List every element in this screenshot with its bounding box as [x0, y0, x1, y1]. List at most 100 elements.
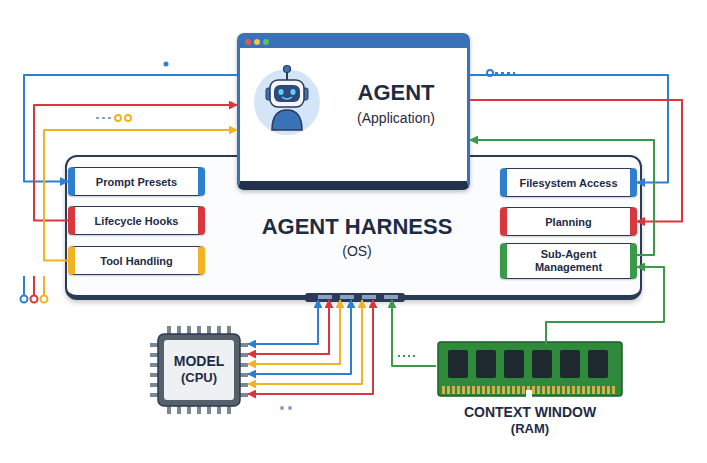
node-title: Tool Handling: [75, 254, 198, 267]
ram-contact: [572, 386, 575, 394]
plate-slot: [340, 295, 354, 299]
feature-box: Sub-Agent Management: [500, 243, 637, 279]
window-dot: [254, 39, 260, 45]
robot-eye: [290, 89, 295, 95]
connector: [546, 267, 664, 344]
ram-contact: [607, 386, 610, 394]
ram-contact: [567, 386, 570, 394]
ram-contact: [492, 386, 495, 394]
chip-outline: [150, 326, 248, 414]
plate-base: [305, 293, 405, 302]
robot-backdrop: [254, 69, 320, 135]
ram-contact: [602, 386, 605, 394]
node-title: Lifecycle Hooks: [75, 214, 198, 227]
ram-contact: [547, 386, 550, 394]
ram-notch: [526, 390, 532, 397]
robot-ear: [266, 88, 271, 100]
connector-line: [248, 300, 362, 384]
connector-plate: [305, 293, 405, 302]
chip-body: [158, 334, 240, 406]
ram-chip: [476, 350, 496, 378]
wire-stub: [43, 276, 45, 296]
ram-contact: [517, 386, 520, 394]
window-dot: [263, 39, 269, 45]
node-title: MODEL: [150, 353, 248, 369]
feature-box: Prompt Presets: [68, 167, 205, 196]
ram-chip: [560, 350, 580, 378]
feature-box: Filesystem Access: [500, 168, 637, 197]
ram-contact: [612, 386, 615, 394]
wire-stub: [33, 276, 35, 296]
wire-stubs: [21, 62, 516, 411]
ram-contact: [522, 386, 525, 394]
robot-smile: [282, 97, 292, 99]
ram-contact: [477, 386, 480, 394]
ram-chip: [504, 350, 524, 378]
ram-contact: [487, 386, 490, 394]
ram-contact: [502, 386, 505, 394]
ram-module: CONTEXT WINDOW (RAM): [436, 340, 624, 444]
connector-line: [248, 300, 373, 394]
node-title: Prompt Presets: [75, 175, 198, 188]
robot-ear: [303, 88, 308, 100]
ram-contact: [552, 386, 555, 394]
dashed-stub: [495, 72, 515, 74]
ram-chip: [588, 350, 608, 378]
connector: [470, 100, 682, 222]
connector: [470, 140, 654, 255]
node-title: Planning: [507, 215, 630, 228]
ram-contact: [497, 386, 500, 394]
connector: [470, 75, 668, 183]
connector-bundle: [248, 300, 373, 394]
wire-end-dot: [280, 406, 284, 410]
ram-contact: [562, 386, 565, 394]
ram-contact: [457, 386, 460, 394]
application-window: AGENT(Application): [237, 33, 470, 190]
ram-contact: [582, 386, 585, 394]
connector-line: [24, 75, 237, 182]
node-title: Sub-Agent Management: [507, 248, 630, 273]
wire-end-dot: [41, 296, 48, 303]
connector-line: [392, 300, 436, 366]
ram-chip: [532, 350, 552, 378]
wire-end-dot: [115, 115, 121, 121]
plate-slot: [362, 295, 376, 299]
node-subtitle: (CPU): [150, 371, 248, 386]
ram-contact: [442, 386, 445, 394]
wire-end-dot: [288, 406, 292, 410]
ram-outline: [436, 340, 624, 400]
node-title: Filesystem Access: [507, 176, 630, 189]
feature-box: Planning: [500, 207, 637, 236]
connector: [392, 300, 436, 366]
ram-contact: [447, 386, 450, 394]
connector: [24, 75, 237, 182]
dashed-stub: [398, 355, 418, 357]
connector: [44, 130, 237, 261]
ram-contact: [507, 386, 510, 394]
wire-end-dot: [21, 296, 28, 303]
plate-slot: [384, 295, 398, 299]
connector-line: [470, 100, 682, 222]
connector-line: [248, 300, 340, 364]
robot-antenna: [286, 70, 288, 80]
node-subtitle: (RAM): [436, 422, 624, 437]
connector-line: [470, 140, 654, 255]
node-subtitle: (OS): [237, 243, 477, 259]
ram-contact: [467, 386, 470, 394]
ram-contact: [452, 386, 455, 394]
ram-chip: [448, 350, 468, 378]
robot-head: [270, 80, 304, 107]
robot-antenna-ball: [284, 66, 291, 73]
ram-contact: [542, 386, 545, 394]
node-title: CONTEXT WINDOW: [436, 404, 624, 420]
ram-contact: [592, 386, 595, 394]
node-title: AGENT HARNESS: [237, 214, 477, 239]
connector-line: [470, 75, 668, 183]
ram-contact: [472, 386, 475, 394]
wire-end-dot: [125, 115, 131, 121]
connector-line: [248, 300, 351, 374]
robot-body: [272, 110, 302, 130]
ram-contact: [587, 386, 590, 394]
